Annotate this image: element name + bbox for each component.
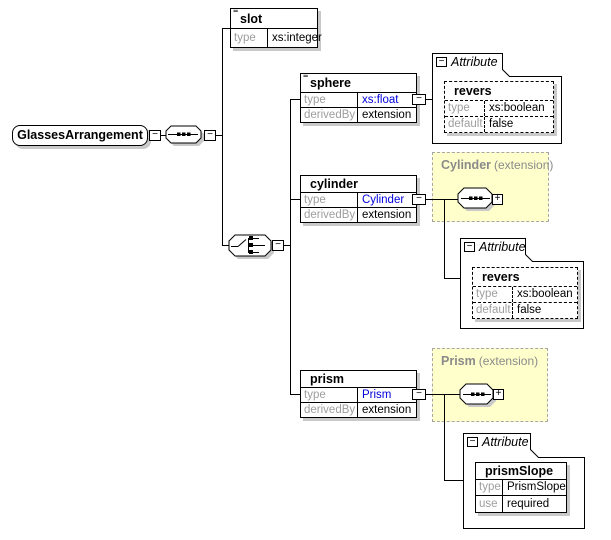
property-label: default [473, 303, 513, 318]
minus-icon: − [416, 193, 422, 204]
minus-icon: − [152, 129, 158, 140]
attribute-prismslope[interactable]: prismSlope type PrismSlope use required [475, 462, 567, 513]
property-label: type [301, 388, 358, 402]
plus-icon: + [495, 388, 502, 399]
element-marker-icon: ≡ [303, 70, 309, 80]
extension-suffix: (extension) [478, 354, 539, 368]
property-value: required [507, 498, 550, 510]
element-prism[interactable]: prism type Prism derivedBy extension [300, 370, 417, 418]
expand-button-prism-extension[interactable]: + [493, 389, 504, 400]
property-row: type xs:boolean [473, 286, 577, 302]
sequence-icon [463, 392, 491, 396]
attribute-name: prismSlope [485, 464, 554, 478]
element-sphere[interactable]: ≡ sphere type xs:float derivedBy extensi… [300, 70, 417, 123]
sequence-compositor-prism[interactable] [459, 383, 496, 407]
property-value: extension [362, 209, 412, 221]
property-label: type [476, 480, 503, 495]
property-row: derivedBy extension [301, 207, 416, 222]
sequence-compositor-root[interactable] [165, 125, 204, 146]
property-label: type [301, 93, 358, 107]
attribute-revers-sphere[interactable]: revers type xs:boolean default false [444, 81, 554, 133]
connector-lines [161, 28, 463, 481]
property-row: type Prism [301, 387, 416, 402]
property-label: derivedBy [301, 108, 358, 122]
collapse-button-sphere[interactable]: − [412, 94, 426, 105]
type-link[interactable]: xs:float [362, 94, 399, 106]
collapse-button-prism[interactable]: − [412, 389, 426, 400]
property-label: type [445, 101, 485, 116]
element-title: prism [310, 372, 345, 386]
minus-icon: − [469, 436, 476, 447]
extension-title: Prism(extension) [433, 349, 547, 368]
type-link[interactable]: Cylinder [362, 194, 405, 206]
property-row: use required [476, 495, 566, 512]
minus-icon: − [466, 241, 473, 252]
collapse-button-sequence[interactable]: − [204, 130, 216, 141]
collapse-button-attribute-cylinder[interactable]: − [464, 242, 475, 252]
property-row: derivedBy extension [301, 402, 416, 417]
property-value: extension [362, 109, 412, 121]
expand-button-cylinder-extension[interactable]: + [492, 194, 503, 205]
element-cylinder[interactable]: cylinder type Cylinder derivedBy extensi… [300, 175, 417, 223]
attribute-tab-label: Attribute [451, 55, 498, 69]
property-value: extension [362, 404, 412, 416]
plus-icon: + [494, 193, 501, 204]
extension-box-cylinder[interactable]: Cylinder(extension) [432, 152, 553, 222]
property-row: default false [445, 116, 553, 132]
sequence-icon [168, 132, 198, 136]
collapse-button-cylinder[interactable]: − [412, 194, 426, 205]
collapse-button-attribute-sphere[interactable]: − [436, 57, 447, 67]
extension-name: Prism [441, 354, 476, 368]
minus-icon: − [275, 239, 281, 250]
choice-icon [231, 236, 265, 254]
attribute-name: revers [454, 84, 492, 98]
property-label: type [231, 29, 268, 47]
property-row: default false [473, 302, 577, 318]
property-label: type [301, 193, 358, 207]
attribute-revers-cylinder[interactable]: revers type xs:boolean default false [472, 267, 578, 319]
choice-compositor[interactable] [228, 234, 274, 259]
property-row: type PrismSlope [476, 479, 566, 495]
minus-icon: − [416, 388, 422, 399]
extension-suffix: (extension) [494, 158, 554, 172]
element-title: slot [240, 12, 263, 26]
element-slot[interactable]: ≡ slot type xs:integer [230, 5, 322, 48]
property-label: type [473, 287, 513, 302]
property-value: false [489, 118, 514, 130]
root-element-glassesarrangement[interactable]: GlassesArrangement [12, 125, 148, 146]
extension-name: Cylinder [441, 158, 492, 172]
property-value: xs:boolean [517, 288, 573, 300]
property-value: PrismSlope [507, 481, 566, 493]
collapse-button-root[interactable]: − [149, 130, 161, 141]
property-label: default [445, 117, 485, 132]
element-marker-icon: ≡ [233, 5, 239, 15]
property-value: xs:integer [272, 32, 322, 44]
attribute-tab-label: Attribute [482, 435, 529, 449]
minus-icon: − [438, 56, 445, 67]
element-title: sphere [310, 76, 351, 90]
attribute-name: revers [482, 270, 520, 284]
sequence-icon [461, 196, 490, 200]
property-label: derivedBy [301, 403, 358, 417]
extension-box-prism[interactable]: Prism(extension) [432, 348, 548, 422]
property-row: type xs:integer [231, 28, 322, 47]
property-label: derivedBy [301, 208, 358, 222]
element-title: cylinder [310, 177, 358, 191]
collapse-button-attribute-prism[interactable]: − [467, 437, 478, 447]
property-value: false [517, 304, 542, 316]
type-link[interactable]: Prism [362, 389, 392, 401]
property-label: use [476, 496, 503, 512]
collapse-button-choice[interactable]: − [272, 240, 284, 251]
extension-title: Cylinder(extension) [433, 153, 553, 172]
minus-icon: − [207, 129, 213, 140]
attribute-tab-label: Attribute [479, 240, 526, 254]
property-row: type xs:boolean [445, 100, 553, 116]
root-element-label: GlassesArrangement [17, 128, 143, 142]
property-row: derivedBy extension [301, 107, 416, 122]
property-value: xs:boolean [489, 102, 545, 114]
property-row: type xs:float [301, 92, 416, 107]
minus-icon: − [416, 93, 422, 104]
sequence-compositor-cylinder[interactable] [457, 187, 495, 211]
property-row: type Cylinder [301, 192, 416, 207]
